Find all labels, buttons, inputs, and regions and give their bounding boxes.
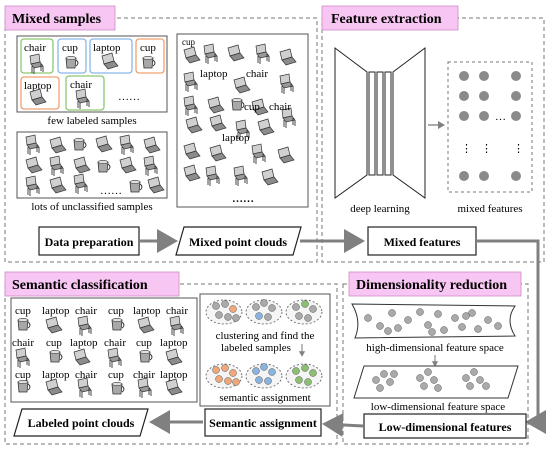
grid-label: laptop: [133, 305, 161, 317]
cloud-label-cup-2: cup: [244, 101, 260, 113]
semantic-assignment-caption: semantic assignment: [219, 392, 310, 404]
unclassified-samples-box: [16, 131, 168, 199]
cloud-label-chair-1: chair: [246, 68, 268, 80]
clustering-box: [199, 293, 331, 407]
features-ellipsis-h: …: [495, 111, 506, 123]
high-dim-points: [364, 308, 502, 336]
mixed-features-node: [367, 226, 477, 256]
mixed-features-node-label: Mixed features: [384, 235, 461, 249]
classified-grid-box: [10, 297, 198, 403]
low-dim-caption: low-dimensional feature space: [371, 401, 506, 413]
semantic-assignment-node-label: Semantic assignment: [209, 416, 317, 430]
unclassified-ellipsis: ……: [100, 185, 122, 197]
grid-label: cup: [15, 305, 31, 317]
cluster-blue-top: [245, 299, 283, 325]
label-text-laptop-2: laptop: [24, 80, 52, 92]
cloud-label-cup-1: cup: [182, 37, 195, 47]
cluster-green-top: [285, 299, 323, 325]
data-preparation-box: [38, 226, 140, 256]
grid-label: cup: [108, 305, 124, 317]
mixed-point-clouds-parallelogram: [175, 226, 302, 256]
deep-learning-caption: deep learning: [350, 203, 410, 215]
grid-label: laptop: [70, 337, 98, 349]
mixed-point-clouds-scatter: [183, 43, 297, 187]
high-dim-caption: high-dimensional feature space: [366, 342, 504, 354]
cloud-label-laptop-2: laptop: [222, 132, 250, 144]
label-card-cup-1: [57, 38, 87, 74]
grid-label: chair: [12, 337, 34, 349]
feature-extraction-title: Feature extraction: [331, 12, 442, 27]
low-dim-points: [372, 368, 490, 392]
grid-label: chair: [75, 305, 97, 317]
dimensionality-reduction-title-bg: [348, 271, 522, 297]
arrow-features-to-lowdim: [477, 239, 546, 434]
labeled-point-clouds-parallelogram: [13, 408, 149, 437]
label-text-cup-2: cup: [140, 42, 156, 54]
grid-label: chair: [75, 369, 97, 381]
label-text-laptop-1: laptop: [93, 42, 121, 54]
cluster-blue-bottom: [245, 363, 283, 389]
grid-label: cup: [136, 337, 152, 349]
features-ellipsis-v3: ⋮: [513, 143, 524, 155]
mixed-features-box: [447, 61, 533, 193]
label-text-chair-2: chair: [70, 79, 92, 91]
few-labeled-caption: few labeled samples: [47, 115, 136, 127]
dimensionality-reduction-title: Dimensionality reduction: [356, 278, 507, 293]
labeled-ellipsis: ……: [118, 91, 140, 103]
feature-extraction-title-bg: [321, 5, 459, 31]
grid-label: laptop: [160, 337, 188, 349]
mixed-point-clouds-box: [176, 33, 309, 208]
grid-label: laptop: [160, 369, 188, 381]
arrow-lowdim-to-assignment: [322, 412, 364, 437]
cloud-label-chair-2: chair: [269, 101, 291, 113]
semantic-classification-title: Semantic classification: [12, 278, 148, 293]
grid-label: chair: [166, 305, 188, 317]
grid-label: cup: [15, 369, 31, 381]
semantic-classification-title-bg: [4, 271, 180, 297]
deep-learning-network: [334, 47, 426, 199]
cluster-green-bottom: [285, 363, 323, 389]
low-dim-features-node: [363, 413, 527, 439]
cloud-label-laptop-1: laptop: [200, 68, 228, 80]
mixed-samples-title: Mixed samples: [12, 12, 102, 27]
label-text-cup-1: cup: [62, 42, 78, 54]
grid-label: laptop: [42, 369, 70, 381]
dimensionality-reduction-panel: Dimensionality reduction high-dimensiona…: [322, 271, 529, 445]
mixed-samples-title-bg: [4, 5, 116, 31]
grid-label: laptop: [42, 305, 70, 317]
features-ellipsis-v2: ⋮: [481, 143, 492, 155]
clustering-caption-2: labeled samples: [221, 342, 291, 354]
grid-label: cup: [46, 337, 62, 349]
clustering-caption: clustering and find the: [216, 330, 315, 342]
label-text-chair-1: chair: [24, 42, 46, 54]
classified-grid: cup laptop chair cup laptop chair chair …: [12, 305, 188, 399]
mixed-samples-panel: Mixed samples chair cup laptop cup lapto…: [4, 5, 365, 263]
semantic-classification-panel: Semantic classification cup laptop chair…: [4, 271, 338, 445]
unclassified-samples-grid: [25, 134, 165, 197]
grid-label: cup: [108, 369, 124, 381]
label-card-cup-2: [135, 38, 165, 74]
semantic-assignment-node: [204, 408, 322, 437]
cluster-orange-bottom: [205, 363, 243, 389]
grid-label: chair: [133, 369, 155, 381]
labeled-samples-box: [16, 35, 168, 113]
mixed-features-caption: mixed features: [457, 203, 522, 215]
mixed-point-clouds-label: Mixed point clouds: [189, 235, 287, 249]
feature-extraction-panel: Feature extraction deep learning … ⋮ ⋮ ⋮…: [321, 5, 546, 434]
grid-label: chair: [104, 337, 126, 349]
cloud-ellipsis: ……: [232, 193, 254, 205]
low-dim-features-node-label: Low-dimensional features: [379, 420, 512, 434]
lots-unclassified-caption: lots of unclassified samples: [31, 201, 152, 213]
features-ellipsis-v1: ⋮: [461, 143, 472, 155]
labeled-point-clouds-label: Labeled point clouds: [28, 416, 135, 430]
mixed-features-dots: [459, 71, 521, 181]
cluster-orange-top: [205, 299, 243, 325]
data-preparation-label: Data preparation: [45, 235, 134, 249]
